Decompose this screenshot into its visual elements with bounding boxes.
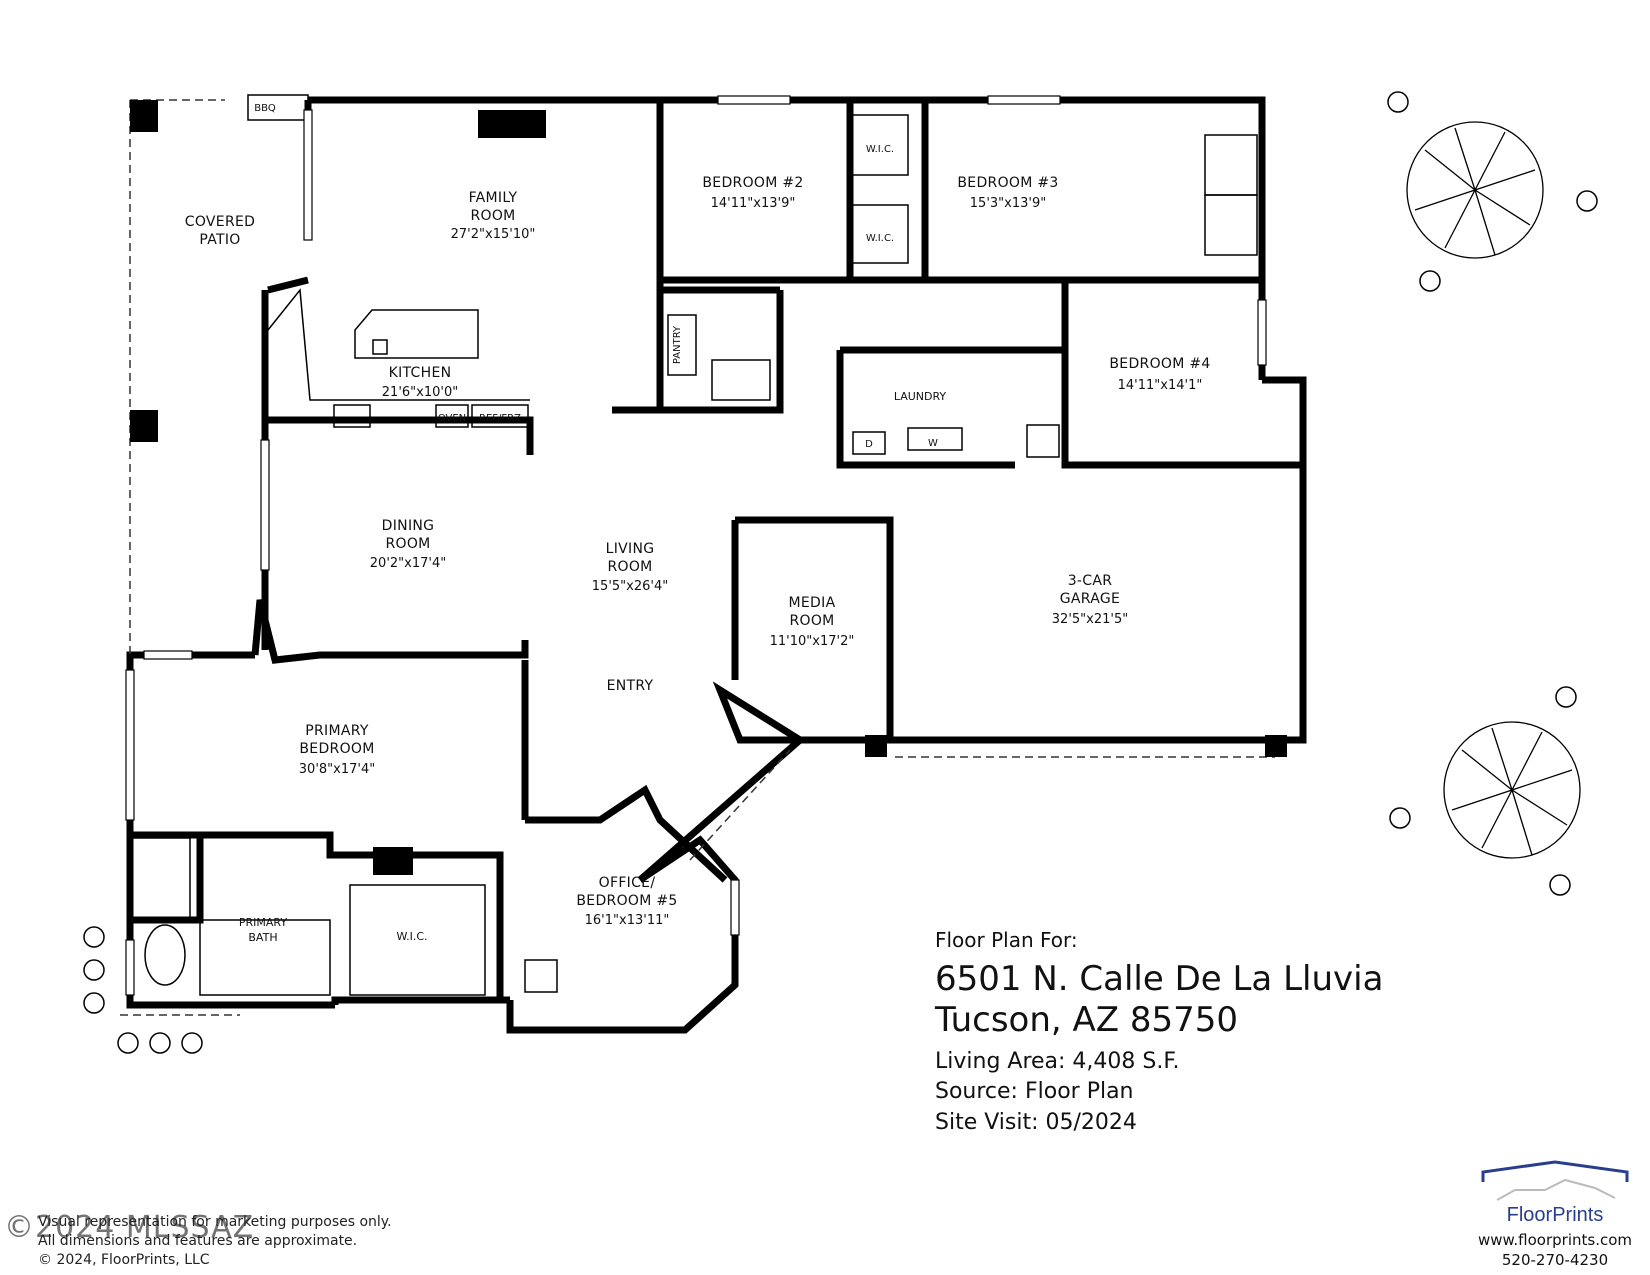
ref-label: REF/FRZ: [479, 413, 521, 424]
bedroom2-label: BEDROOM #2: [702, 175, 803, 191]
floorprints-logo: FloorPrints www.floorprints.com 520-270-…: [1470, 1160, 1640, 1269]
floor-plan-heading: Floor Plan For:: [935, 928, 1078, 952]
dining-room-dim: 20'2"x17'4": [370, 556, 446, 571]
kitchen-fixtures: [247, 94, 530, 428]
landscape-trees: [1406, 121, 1581, 859]
property-info: Floor Plan For: 6501 N. Calle De La Lluv…: [935, 928, 1383, 1139]
source: Source: Floor Plan: [935, 1079, 1134, 1105]
disclaimer-line-2: All dimensions and features are approxim…: [38, 1233, 358, 1249]
site-visit: Site Visit: 05/2024: [935, 1110, 1137, 1136]
washer-label: W: [928, 438, 938, 449]
bedroom4-label: BEDROOM #4: [1109, 356, 1210, 372]
wic-label-2: W.I.C.: [866, 233, 894, 244]
disclaimer: Visual representation for marketing purp…: [38, 1213, 392, 1270]
mls-watermark: ©2024 MLSSAZ: [4, 1210, 255, 1245]
entry-label: ENTRY: [607, 678, 654, 694]
patio-outline: [120, 99, 1275, 1016]
media-room-dim: 11'10"x17'2": [770, 634, 855, 649]
garage-label-2: GARAGE: [1060, 591, 1120, 607]
primary-bedroom-label-2: BEDROOM: [299, 741, 374, 757]
office-label-2: BEDROOM #5: [576, 893, 677, 909]
address-line-1: 6501 N. Calle De La Lluvia: [935, 959, 1384, 999]
room-labels: COVERED PATIO FAMILY ROOM 27'2"x15'10" K…: [185, 103, 1211, 944]
family-room-dim: 27'2"x15'10": [451, 227, 536, 242]
office-dim: 16'1"x13'11": [585, 913, 670, 928]
kitchen-dim: 21'6"x10'0": [382, 385, 458, 400]
landscape-shrubs: [83, 91, 1598, 1054]
primary-wic-label: W.I.C.: [396, 930, 427, 943]
copyright: © 2024, FloorPrints, LLC: [38, 1252, 210, 1268]
bedroom4-dim: 14'11"x14'1": [1118, 378, 1203, 393]
primary-bedroom-label-1: PRIMARY: [305, 723, 369, 739]
living-room-label-1: LIVING: [606, 541, 655, 557]
brand-name: FloorPrints: [1506, 1204, 1604, 1226]
primary-bath-label-1: PRIMARY: [239, 916, 287, 929]
fixtures: [129, 114, 1258, 996]
media-room-label-1: MEDIA: [789, 595, 836, 611]
laundry-label: LAUNDRY: [894, 390, 947, 403]
website: www.floorprints.com: [1477, 1231, 1633, 1249]
house-logo-icon: [1481, 1160, 1629, 1201]
kitchen-label: KITCHEN: [389, 365, 452, 381]
primary-bedroom-dim: 30'8"x17'4": [299, 762, 375, 777]
disclaimer-line-1: Visual representation for marketing purp…: [38, 1214, 392, 1230]
pantry-label: PANTRY: [672, 325, 683, 364]
office-label-1: OFFICE/: [599, 875, 656, 891]
address-line-2: Tucson, AZ 85750: [935, 999, 1239, 1040]
windows: [125, 95, 1267, 996]
property-meta: Living Area: 4,408 S.F. Source: Floor Pl…: [935, 1047, 1383, 1139]
dryer-label: D: [865, 439, 873, 450]
primary-bath-label-2: BATH: [248, 931, 277, 944]
garage-label-1: 3-CAR: [1068, 573, 1113, 589]
family-room-label-2: ROOM: [470, 208, 515, 224]
family-room-label-1: FAMILY: [469, 190, 518, 206]
bedroom2-dim: 14'11"x13'9": [711, 196, 796, 211]
covered-patio-label-2: PATIO: [199, 232, 240, 248]
wic-label-1: W.I.C.: [866, 144, 894, 155]
media-room-label-2: ROOM: [789, 613, 834, 629]
garage-dim: 32'5"x21'5": [1052, 612, 1128, 627]
covered-patio-label-1: COVERED: [185, 214, 255, 230]
bedroom3-dim: 15'3"x13'9": [970, 196, 1046, 211]
dining-room-label-2: ROOM: [385, 536, 430, 552]
living-area: Living Area: 4,408 S.F.: [935, 1048, 1180, 1074]
phone: 520-270-4230: [1501, 1251, 1609, 1269]
bbq-label: BBQ: [254, 103, 276, 114]
living-room-dim: 15'5"x26'4": [592, 579, 668, 594]
dining-room-label-1: DINING: [382, 518, 435, 534]
posts: [130, 100, 1287, 875]
living-room-label-2: ROOM: [607, 559, 652, 575]
bedroom3-label: BEDROOM #3: [957, 175, 1058, 191]
oven-label: OVEN: [438, 413, 466, 424]
